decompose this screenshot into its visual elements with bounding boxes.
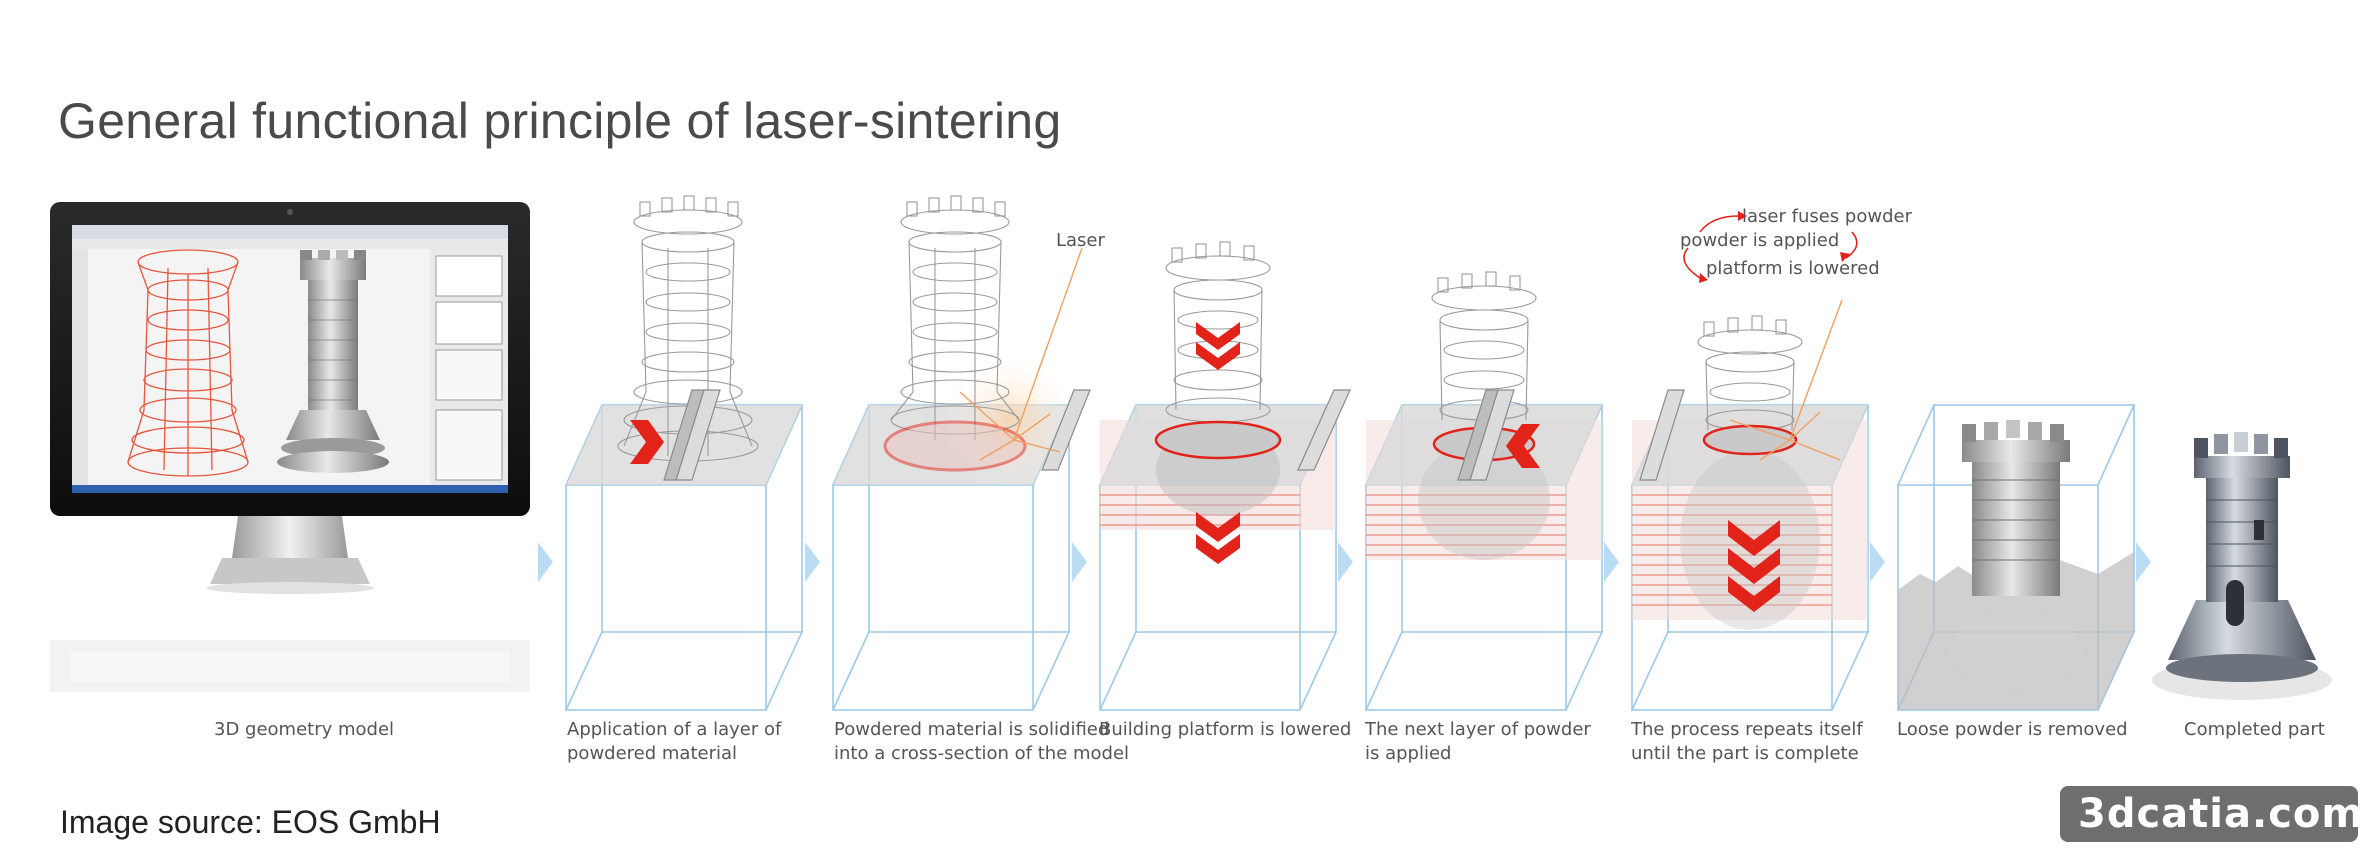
step-caption-7: Loose powder is removed bbox=[1897, 719, 2128, 740]
step-arrow-7 bbox=[2136, 542, 2151, 582]
step-6-illustration bbox=[1630, 211, 1870, 711]
laser-label: Laser bbox=[1056, 230, 1105, 251]
step-4-illustration bbox=[1098, 241, 1351, 711]
step-caption-4: Building platform is lowered bbox=[1099, 719, 1352, 740]
step-5-illustration bbox=[1364, 271, 1604, 711]
step-arrow-4 bbox=[1338, 542, 1353, 582]
step-caption-6: The process repeats itself until the par… bbox=[1631, 719, 1863, 764]
cycle-label-powder-applied: powder is applied bbox=[1680, 230, 1840, 251]
monitor-illustration bbox=[50, 202, 530, 692]
step-caption-8: Completed part bbox=[2184, 719, 2325, 740]
step-arrow-5 bbox=[1604, 542, 1619, 582]
step-arrow-6 bbox=[1870, 542, 1885, 582]
step-3-illustration bbox=[831, 195, 1091, 711]
step-arrow-2 bbox=[805, 542, 820, 582]
step-7-illustration bbox=[1896, 404, 2136, 711]
step-caption-3: Powdered material is solidified into a c… bbox=[834, 719, 1130, 764]
cycle-label-platform-lowered: platform is lowered bbox=[1706, 258, 1880, 279]
step-arrow-3 bbox=[1072, 542, 1087, 582]
step-arrows bbox=[538, 542, 2151, 582]
page-title: General functional principle of laser-si… bbox=[58, 93, 1062, 149]
step-arrow-1 bbox=[538, 542, 553, 582]
cycle-label-laser-fuses: laser fuses powder bbox=[1742, 206, 1912, 227]
watermark-text: 3dcatia.com bbox=[2078, 791, 2362, 837]
step-caption-1: 3D geometry model bbox=[214, 719, 395, 740]
image-source: Image source: EOS GmbH bbox=[60, 804, 441, 840]
step-2-illustration bbox=[564, 195, 804, 711]
watermark-badge: 3dcatia.com bbox=[2060, 786, 2362, 842]
step-caption-5: The next layer of powder is applied bbox=[1365, 719, 1591, 764]
completed-part-illustration bbox=[2152, 432, 2332, 700]
step-caption-2: Application of a layer of powdered mater… bbox=[567, 719, 782, 764]
